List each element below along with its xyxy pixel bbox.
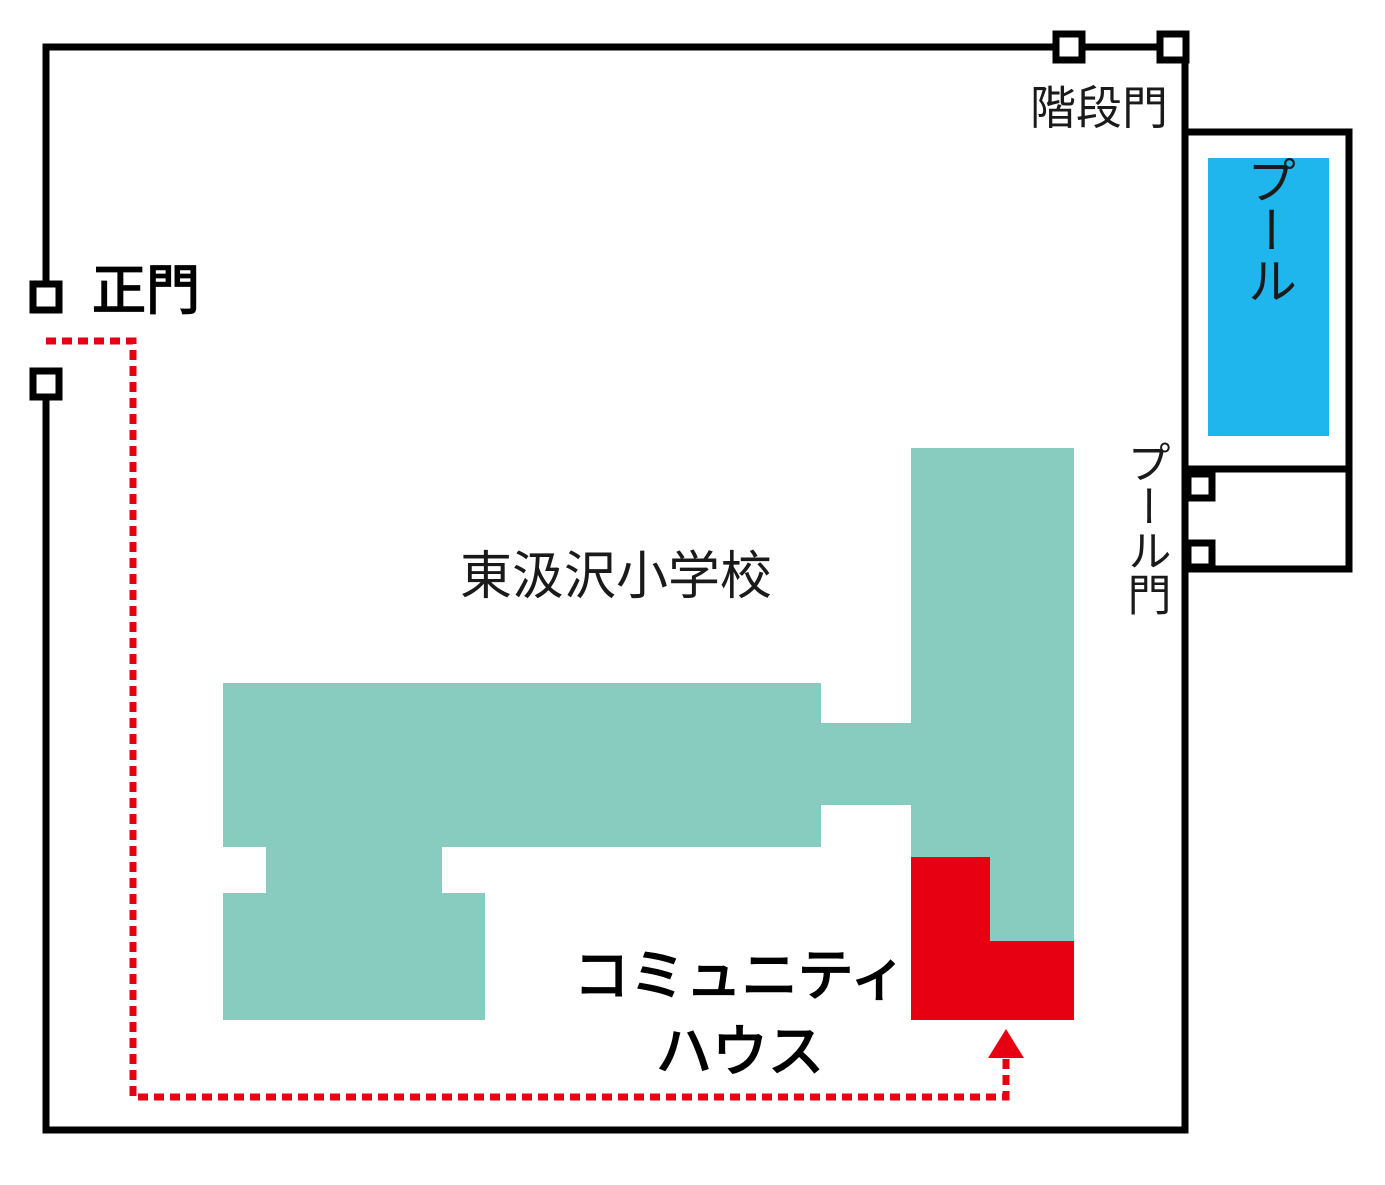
community-house-building	[911, 857, 1074, 1020]
pool-gate-post-south	[1184, 539, 1216, 571]
school-name-label: 東汲沢小学校	[460, 547, 772, 607]
main-gate-label: 正門	[92, 259, 200, 322]
main-gate-post-north	[29, 280, 63, 314]
perimeter-upper-wall	[42, 43, 1189, 283]
pool-label: プール	[1239, 155, 1297, 305]
community-house-label-line-2: ハウス	[656, 1020, 824, 1085]
community-house-label: コミュニティハウス	[574, 944, 907, 1085]
pool-gate-post-north	[1184, 470, 1216, 502]
main-gate-post-south	[29, 367, 63, 401]
gate-posts	[29, 30, 1216, 571]
stair-gate-post-east	[1156, 30, 1190, 64]
stair-gate-label: 階段門	[1030, 81, 1168, 135]
perimeter-lower-wall	[42, 398, 1189, 1134]
pool-enclosure	[1185, 128, 1353, 573]
route-path	[46, 337, 1010, 1101]
arrow-up-icon	[988, 1029, 1024, 1058]
pool-water	[1208, 158, 1329, 436]
pool-gate-label: プール門	[1120, 440, 1171, 616]
pool-enclosure-wall	[1185, 128, 1353, 573]
stair-gate-post-west	[1052, 30, 1086, 64]
school-building	[223, 448, 1074, 1020]
community-house-label-line-1: コミュニティ	[574, 944, 907, 1009]
